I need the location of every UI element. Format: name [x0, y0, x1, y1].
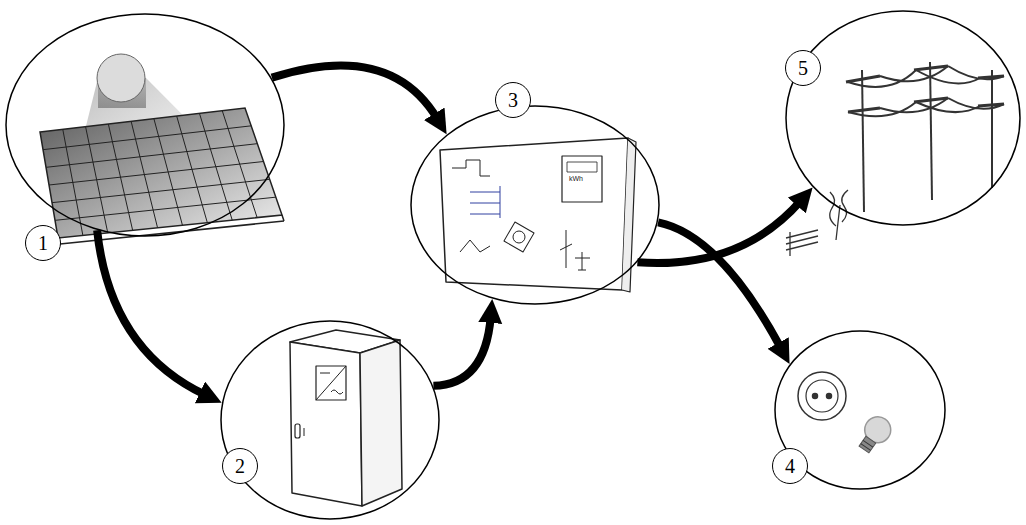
callout-number: 5 [785, 50, 821, 86]
component-circle: 3 [410, 105, 660, 305]
gauge [504, 222, 534, 252]
power-lines [786, 62, 1004, 256]
callout-number: 4 [772, 448, 808, 484]
cabinet-handle [295, 424, 300, 438]
household-load [798, 372, 896, 457]
callout-number: 2 [222, 448, 258, 484]
meter-label: kWh [569, 175, 583, 182]
flow-arrow [272, 65, 437, 118]
cabinet-front [290, 342, 362, 506]
panel-cells [43, 111, 276, 236]
ellipse-outline [5, 13, 285, 237]
sun [97, 54, 145, 102]
component-circle: 4 [774, 330, 946, 490]
callout-number: 3 [495, 82, 531, 118]
energy-meter [562, 156, 602, 202]
meter-panel [440, 138, 636, 292]
cabinet-side [360, 340, 402, 506]
flow-arrow [433, 317, 490, 386]
panel-board [440, 138, 628, 290]
inverter-cabinet [290, 330, 402, 506]
ellipse-outline [220, 320, 440, 520]
socket [798, 372, 846, 420]
component-circle: 5 [785, 10, 1021, 226]
component-circle: 1 [5, 13, 285, 237]
solar-panel [40, 108, 282, 238]
flow-arrow [97, 230, 205, 395]
callout-number: 1 [25, 225, 61, 261]
flow-arrow [637, 201, 800, 263]
flow-arrow [658, 222, 781, 348]
ellipse-outline [410, 105, 660, 305]
solar-panel-scene [40, 54, 284, 244]
ellipse-outline [785, 10, 1021, 226]
component-circle: 2 [220, 320, 440, 520]
light-bulb [853, 412, 896, 457]
inverter-symbol [316, 366, 346, 400]
